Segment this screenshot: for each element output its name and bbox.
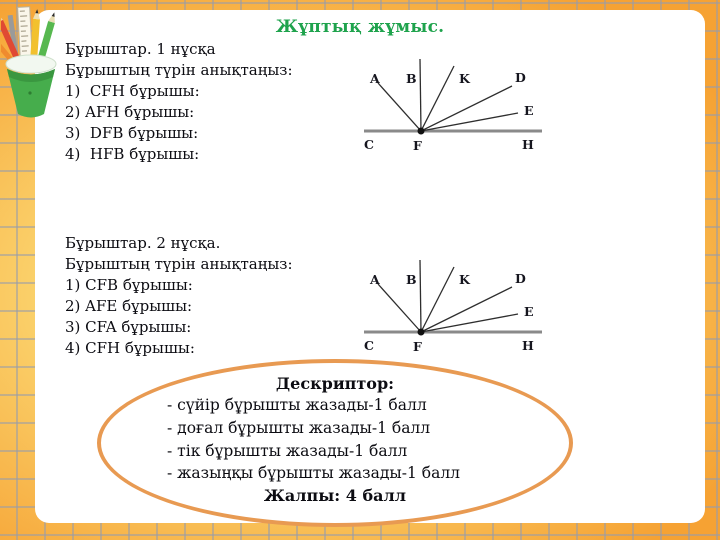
label-D: D: [515, 271, 526, 286]
task1-line: Бұрыштың түрін анықтаңыз:: [65, 61, 293, 79]
descriptor-total: Жалпы: 4 балл: [263, 486, 407, 506]
ray-FD: [420, 85, 513, 132]
task2-block: Бұрыштар. 2 нұсқа. Бұрыштың түрін анықта…: [65, 233, 293, 359]
ray-FA: [377, 283, 422, 333]
label-B: B: [406, 71, 417, 86]
ray-FE: [420, 112, 519, 132]
task1-line: Бұрыштар. 1 нұсқа: [65, 40, 216, 58]
label-F: F: [413, 138, 422, 153]
label-K: K: [459, 71, 471, 86]
ray-FK: [420, 65, 455, 132]
vertex-F-dot: [417, 127, 425, 135]
task2-line: 1) CFB бұрышы:: [65, 276, 193, 294]
label-D: D: [515, 70, 526, 85]
descriptor-item: - доғал бұрышты жазады-1 балл: [167, 418, 431, 437]
cup-group: [5, 54, 57, 118]
label-F: F: [413, 339, 422, 354]
vertex-F-dot: [417, 328, 425, 336]
label-E: E: [524, 103, 534, 118]
descriptor-item: - тік бұрышты жазады-1 балл: [167, 441, 408, 460]
task2-line: Бұрыштар. 2 нұсқа.: [65, 234, 221, 252]
label-A: A: [369, 71, 380, 86]
task1-block: Бұрыштар. 1 нұсқа Бұрыштың түрін анықтаң…: [65, 39, 293, 165]
ray-FA: [377, 82, 422, 132]
task1-line: 3) DFB бұрышы:: [65, 124, 199, 142]
label-K: K: [459, 272, 471, 287]
label-H: H: [522, 338, 534, 353]
ray-FK: [420, 266, 455, 333]
task1-line: 1) CFH бұрышы:: [65, 82, 200, 100]
label-C: C: [364, 338, 374, 353]
pencil-cup-icon: [1, 6, 57, 118]
task2-line: Бұрыштың түрін анықтаңыз:: [65, 255, 293, 273]
ray-FE: [420, 313, 519, 333]
label-A: A: [369, 272, 380, 287]
page-title: Жұптық жұмыс.: [275, 17, 445, 37]
ray-FB: [419, 259, 422, 333]
task1-line: 2) AFH бұрышы:: [65, 103, 195, 121]
label-C: C: [364, 137, 374, 152]
task2-line: 4) CFH бұрышы:: [65, 339, 195, 357]
label-B: B: [406, 272, 417, 287]
label-H: H: [522, 137, 534, 152]
angles-diagram-2: A B K D E C F H: [364, 259, 542, 354]
task1-line: 4) HFB бұрышы:: [65, 145, 200, 163]
angles-diagram-1: A B K D E C F H: [364, 58, 542, 153]
task2-line: 2) AFE бұрышы:: [65, 297, 193, 315]
descriptor-item: - жазыңқы бұрышты жазады-1 балл: [167, 464, 461, 483]
descriptor-callout: Дескриптор: - сүйір бұрышты жазады-1 бал…: [97, 359, 573, 527]
ray-FB: [419, 58, 422, 132]
ray-FD: [420, 286, 513, 333]
label-E: E: [524, 304, 534, 319]
descriptor-heading: Дескриптор:: [275, 374, 395, 393]
task2-line: 3) CFA бұрышы:: [65, 318, 192, 336]
descriptor-item: - сүйір бұрышты жазады-1 балл: [167, 396, 427, 414]
